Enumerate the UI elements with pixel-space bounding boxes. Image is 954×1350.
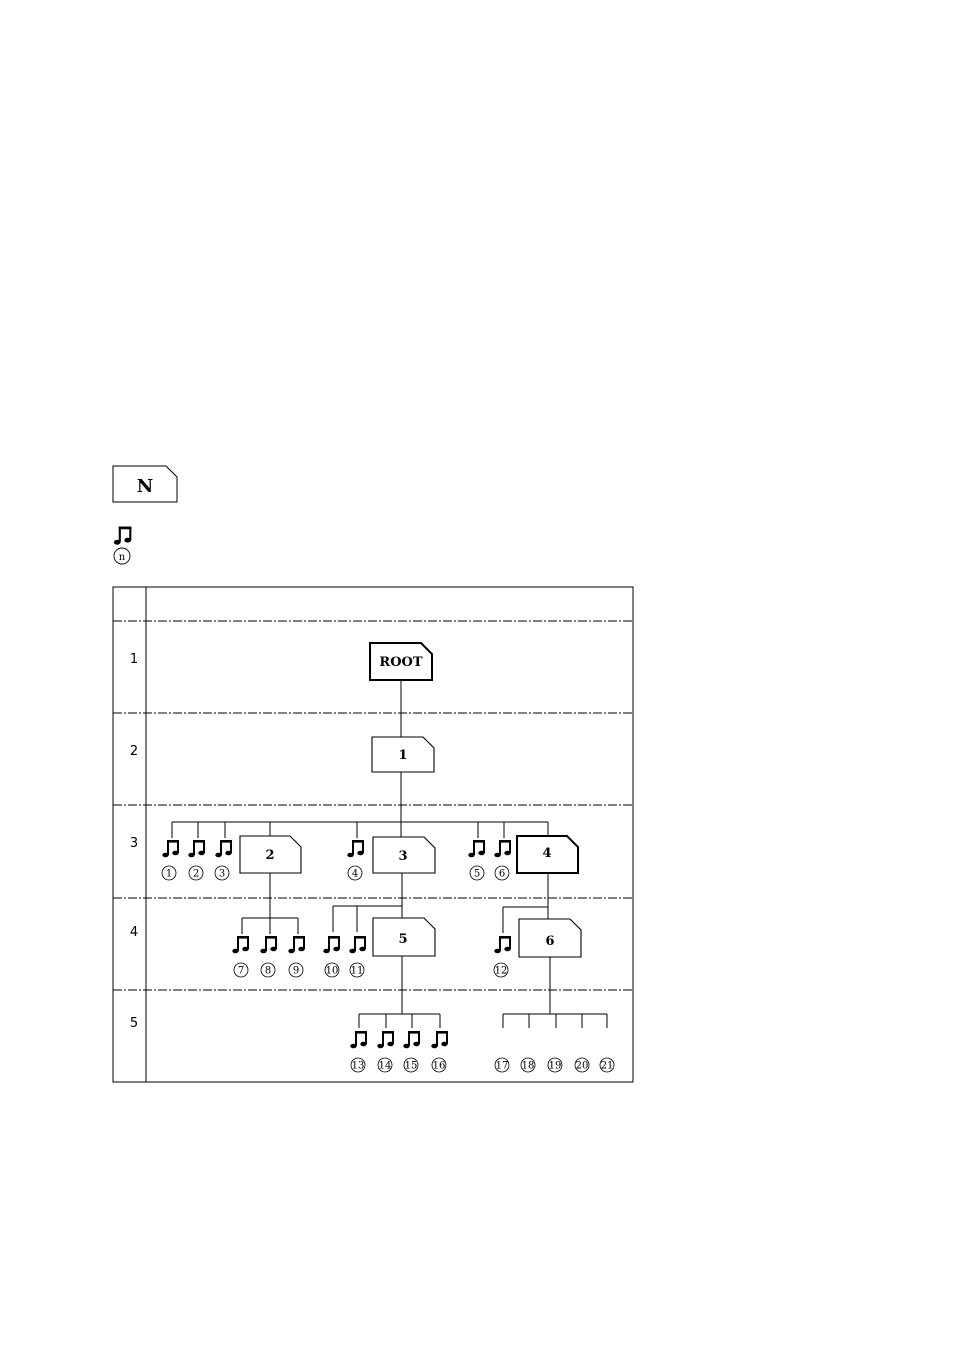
track-number-label: 20 bbox=[576, 1061, 589, 1072]
track-number-14: 14 bbox=[378, 1058, 392, 1072]
folder-4: 4 bbox=[517, 836, 578, 873]
track-number-1: 1 bbox=[162, 866, 176, 880]
track-number-label: 16 bbox=[433, 1061, 446, 1072]
music-note-icon bbox=[377, 1031, 394, 1048]
folder-root-label: ROOT bbox=[379, 655, 422, 670]
track-number-20: 20 bbox=[575, 1058, 589, 1072]
track-number-10: 10 bbox=[325, 963, 339, 977]
music-note-icon bbox=[431, 1031, 448, 1048]
level-label-1: 1 bbox=[130, 652, 138, 667]
track-number-label: 1 bbox=[166, 869, 172, 880]
track-number-5: 5 bbox=[470, 866, 484, 880]
folder-3: 3 bbox=[373, 837, 435, 873]
track-number-13: 13 bbox=[351, 1058, 365, 1072]
music-note-icon bbox=[288, 936, 305, 953]
music-note-icon bbox=[188, 840, 205, 857]
music-note-icon bbox=[494, 840, 511, 857]
legend: N n bbox=[113, 466, 177, 564]
legend-folder-icon: N bbox=[113, 466, 177, 502]
track-number-label: 8 bbox=[265, 966, 271, 977]
legend-music-note-icon bbox=[114, 527, 132, 545]
folder-6: 6 bbox=[519, 919, 581, 957]
track-number-label: 18 bbox=[522, 1061, 535, 1072]
level-label-5: 5 bbox=[130, 1016, 138, 1031]
track-number-label: 10 bbox=[326, 966, 339, 977]
folder-2: 2 bbox=[240, 836, 301, 873]
track-number-11: 11 bbox=[350, 963, 364, 977]
track-number-label: 5 bbox=[474, 869, 480, 880]
legend-track-number-icon: n bbox=[114, 548, 130, 564]
track-number-2: 2 bbox=[189, 866, 203, 880]
legend-track-number-label: n bbox=[119, 552, 126, 563]
track-number-label: 11 bbox=[351, 966, 364, 977]
track-number-label: 13 bbox=[352, 1061, 365, 1072]
folder-6-label: 6 bbox=[545, 934, 554, 949]
track-number-label: 7 bbox=[238, 966, 244, 977]
track-number-16: 16 bbox=[432, 1058, 446, 1072]
track-number-label: 21 bbox=[601, 1061, 614, 1072]
music-note-icon bbox=[350, 1031, 367, 1048]
folder-3-label: 3 bbox=[398, 849, 407, 864]
track-number-7: 7 bbox=[234, 963, 248, 977]
track-number-15: 15 bbox=[404, 1058, 418, 1072]
folder-1: 1 bbox=[372, 737, 434, 772]
music-note-icon bbox=[232, 936, 249, 953]
music-note-icon bbox=[347, 840, 364, 857]
track-number-label: 3 bbox=[219, 869, 225, 880]
track-number-3: 3 bbox=[215, 866, 229, 880]
track-number-8: 8 bbox=[261, 963, 275, 977]
music-note-icon bbox=[403, 1031, 420, 1048]
track-number-9: 9 bbox=[289, 963, 303, 977]
level-label-3: 3 bbox=[130, 836, 138, 851]
music-note-icon bbox=[349, 936, 366, 953]
music-note-icon bbox=[468, 840, 485, 857]
level-labels: 1 2 3 4 5 bbox=[130, 652, 138, 1031]
folder-1-label: 1 bbox=[398, 748, 407, 763]
track-number-label: 4 bbox=[352, 869, 358, 880]
track-number-21: 21 bbox=[600, 1058, 614, 1072]
track-number-label: 12 bbox=[495, 966, 508, 977]
music-note-icon bbox=[323, 936, 340, 953]
track-number-label: 15 bbox=[405, 1061, 418, 1072]
track-number-18: 18 bbox=[521, 1058, 535, 1072]
track-number-label: 17 bbox=[496, 1061, 509, 1072]
music-note-icon bbox=[494, 936, 511, 953]
folder-5: 5 bbox=[373, 918, 435, 956]
track-number-19: 19 bbox=[548, 1058, 562, 1072]
track-number-label: 6 bbox=[499, 869, 505, 880]
track-numbers: 1 2 3 4 5 6 7 8 9 10 11 12 13 14 15 16 1… bbox=[162, 866, 614, 1072]
folder-root: ROOT bbox=[370, 643, 432, 680]
track-number-6: 6 bbox=[495, 866, 509, 880]
track-number-label: 14 bbox=[379, 1061, 392, 1072]
level-label-2: 2 bbox=[130, 744, 138, 759]
track-number-label: 2 bbox=[193, 869, 199, 880]
level-label-4: 4 bbox=[130, 925, 138, 940]
track-number-label: 19 bbox=[549, 1061, 562, 1072]
folder-5-label: 5 bbox=[398, 932, 407, 947]
track-number-4: 4 bbox=[348, 866, 362, 880]
folder-4-label: 4 bbox=[542, 846, 551, 861]
folder-2-label: 2 bbox=[265, 848, 274, 863]
track-number-17: 17 bbox=[495, 1058, 509, 1072]
music-note-icon bbox=[260, 936, 277, 953]
music-note-icons bbox=[162, 840, 511, 1048]
music-note-icon bbox=[215, 840, 232, 857]
track-number-label: 9 bbox=[293, 966, 299, 977]
music-note-icon bbox=[162, 840, 179, 857]
legend-folder-label: N bbox=[137, 476, 153, 497]
track-number-12: 12 bbox=[494, 963, 508, 977]
